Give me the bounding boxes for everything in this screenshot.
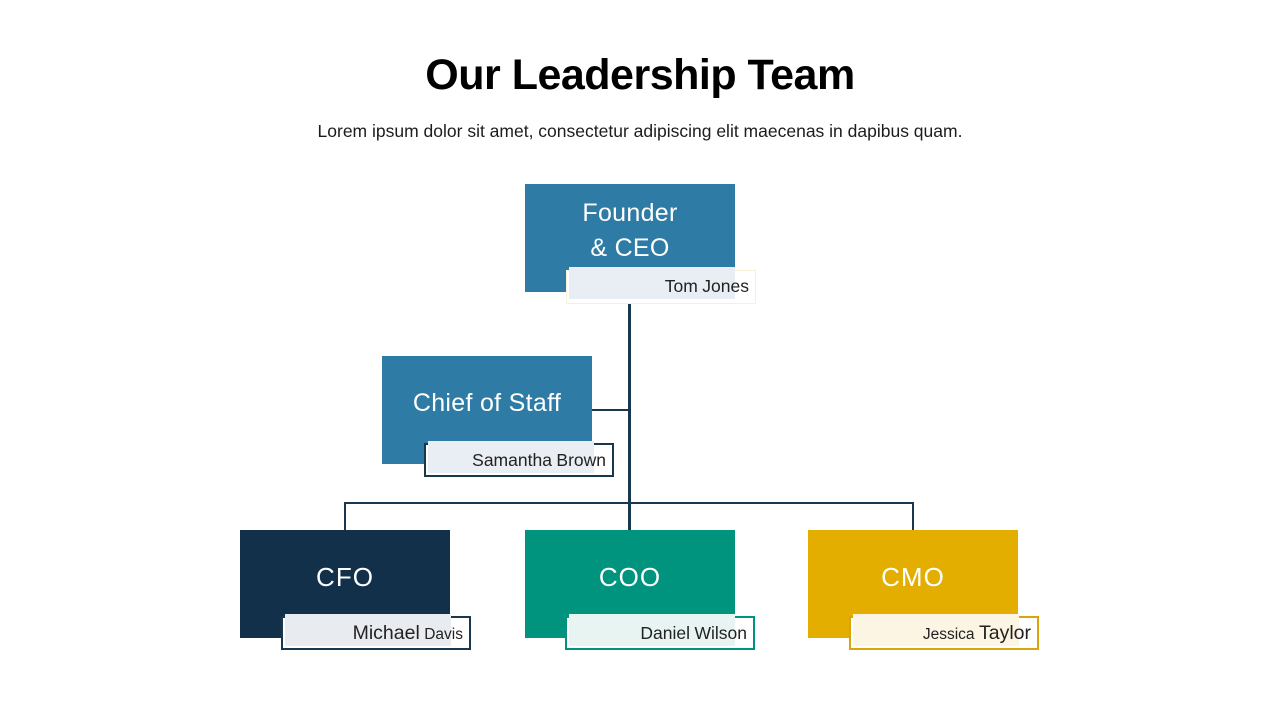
page-title: Our Leadership Team [425, 51, 855, 99]
role-label: CFO [316, 561, 374, 592]
name-label: Jessica Taylor [922, 622, 1031, 644]
name-tag-fill [428, 441, 594, 473]
name-tag-fill [569, 614, 735, 646]
connector-horizontal-bar [344, 502, 914, 504]
connector-chief-of-staff-stub [592, 409, 629, 411]
name-label: Samantha Brown [472, 450, 606, 470]
name-tag-chief-of-staff: Samantha Brown [424, 441, 614, 477]
name-tag-fill [569, 267, 735, 299]
role-label-line2: & CEO [590, 234, 670, 262]
name-label: Daniel Wilson [640, 623, 747, 643]
name-label: Tom Jones [664, 276, 749, 296]
page-subtitle: Lorem ipsum dolor sit amet, consectetur … [317, 121, 963, 141]
role-label-line1: Founder [582, 199, 678, 227]
connector-ceo-vertical [628, 304, 631, 530]
name-tag-cmo: Jessica Taylor [849, 614, 1039, 650]
name-tag-fill [285, 614, 451, 646]
name-tag-fill [853, 614, 1019, 646]
connector-cfo-stub [344, 502, 346, 530]
role-label: Chief of Staff [412, 388, 562, 417]
name-label: Michael Davis [352, 622, 463, 644]
name-tag-founder-ceo: Tom Jones [566, 267, 756, 304]
role-label: CMO [881, 561, 945, 592]
name-tag-cfo: Michael Davis [281, 614, 471, 650]
role-label: COO [598, 561, 662, 592]
connector-cmo-stub [912, 502, 914, 530]
name-tag-coo: Daniel Wilson [565, 614, 755, 650]
